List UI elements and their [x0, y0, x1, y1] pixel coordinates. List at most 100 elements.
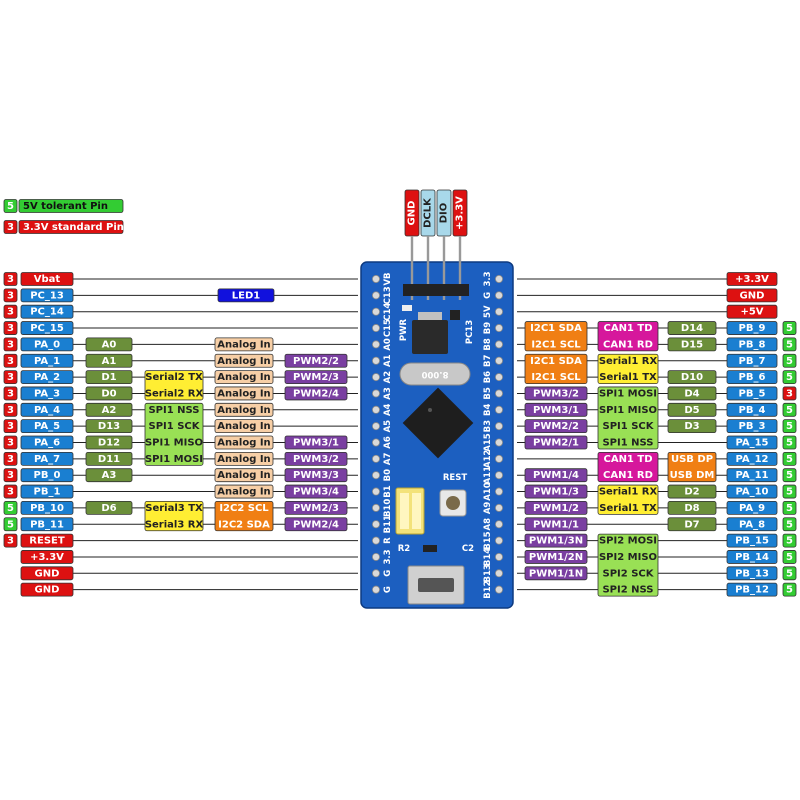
pin-hole [494, 373, 503, 382]
pin-tolerance-number: 5 [786, 519, 793, 530]
pin-hole [371, 487, 380, 496]
function-label-box [85, 435, 133, 450]
function-label: D8 [684, 503, 699, 514]
pin-hole [371, 356, 380, 365]
pin-tolerance-badge [782, 435, 797, 450]
pin-hole [494, 324, 503, 333]
pc13-label: PC13 [465, 320, 475, 344]
silkscreen-label: A10 [483, 482, 493, 500]
function-label-box [214, 419, 274, 434]
silkscreen-label: B6 [483, 371, 493, 383]
pin-tolerance-number: 5 [786, 421, 793, 432]
function-group-label: Serial3 TX [145, 503, 203, 514]
function-label: Analog In [217, 470, 270, 481]
pin-label-box [726, 500, 778, 515]
pin-tolerance-number: 3 [7, 356, 14, 367]
pin-tolerance-number: 5 [786, 470, 793, 481]
pin-label: PB_5 [739, 388, 766, 399]
silkscreen-label: 3.3 [383, 549, 393, 564]
function-label: PWM2/4 [293, 388, 339, 399]
pin-tolerance-number: 3 [7, 421, 14, 432]
function-label: PWM2/3 [293, 503, 339, 514]
function-label-box [284, 370, 348, 385]
pin-label-box [726, 321, 778, 335]
pin-label: RESET [29, 536, 65, 547]
pin-label-box [20, 321, 74, 335]
pin-hole [371, 503, 380, 512]
pin-label: PA_9 [739, 503, 765, 514]
smd-part [402, 305, 412, 311]
silkscreen-label: B5 [483, 387, 493, 399]
pin-tolerance-badge [3, 451, 18, 466]
function-label-box [214, 337, 274, 352]
silkscreen-label: B0 [383, 469, 393, 481]
pin-hole [371, 520, 380, 529]
silkscreen-label: B1 [383, 485, 393, 497]
pin-label: PC_15 [30, 323, 64, 334]
function-group-label: Serial1 RX [599, 356, 658, 367]
pin-tolerance-badge [782, 484, 797, 499]
silkscreen-label: C15 [383, 319, 393, 337]
silkscreen-label: A12 [483, 450, 493, 468]
function-label: D5 [684, 405, 699, 416]
pin-label-box [20, 337, 74, 352]
pin-label: PA_0 [34, 339, 60, 350]
pin-hole [494, 422, 503, 431]
silkscreen-label: B8 [483, 338, 493, 350]
pin-label-box [20, 517, 74, 532]
pin-tolerance-number: 5 [786, 438, 793, 449]
pin-label-box [20, 370, 74, 385]
silkscreen-label: B7 [483, 354, 493, 366]
pin-label: PA_3 [34, 388, 60, 399]
silkscreen-label: A0 [383, 338, 393, 351]
pin-label: +3.3V [30, 552, 64, 563]
pin-tolerance-number: 3 [7, 372, 14, 383]
pin-hole [494, 536, 503, 545]
pin-label: PB_8 [739, 339, 766, 350]
pin-label: +3.3V [735, 274, 769, 285]
function-label-box [667, 517, 717, 532]
smd-part [423, 545, 437, 552]
pin-label: PB_11 [30, 519, 64, 530]
pin-label: PB_12 [735, 585, 769, 596]
pin-hole [494, 552, 503, 561]
function-label-box [667, 484, 717, 499]
silkscreen-label: A9 [483, 502, 493, 515]
pin-hole [494, 569, 503, 578]
function-group-label: SPI1 MISO [145, 438, 203, 449]
function-group-box [597, 533, 659, 597]
pin-tolerance-number: 3 [7, 470, 14, 481]
function-label: PWM3/1 [293, 438, 339, 449]
pin-hole [371, 536, 380, 545]
function-label: A1 [102, 356, 117, 367]
pin-tolerance-badge [782, 353, 797, 368]
function-label: D13 [98, 421, 120, 432]
board: VBC13C14C15A0A1A2A3A4A5A6A7B0B1B10B11R3.… [360, 261, 514, 609]
pin-label-box [20, 533, 74, 548]
pin-hole [494, 454, 503, 463]
function-label: D0 [101, 388, 116, 399]
pin-label-box [20, 500, 74, 515]
function-label: PWM2/1 [533, 438, 579, 449]
pin-label: PB_10 [30, 503, 64, 514]
function-label-box [85, 370, 133, 385]
pin-tolerance-badge [782, 582, 797, 597]
silkscreen-label: B12 [483, 580, 493, 598]
pin-tolerance-number: 5 [7, 503, 14, 514]
pin-hole [371, 454, 380, 463]
pin-hole [494, 487, 503, 496]
pin-label-box [726, 550, 778, 564]
pin-tolerance-badge [782, 451, 797, 466]
function-group-label: SPI1 SCK [149, 421, 201, 432]
function-label: PWM2/3 [293, 372, 339, 383]
pin-label: GND [740, 290, 765, 301]
pin-tolerance-number: 5 [786, 372, 793, 383]
pin-label: GND [35, 568, 60, 579]
header-pin-label: DCLK [423, 197, 434, 228]
silkscreen-label: G [383, 570, 393, 577]
silkscreen-label: 5V [483, 305, 493, 318]
function-group-label: SPI1 MISO [599, 405, 657, 416]
function-group-label: I2C1 SCL [531, 372, 581, 383]
pin-tolerance-badge [3, 272, 18, 286]
